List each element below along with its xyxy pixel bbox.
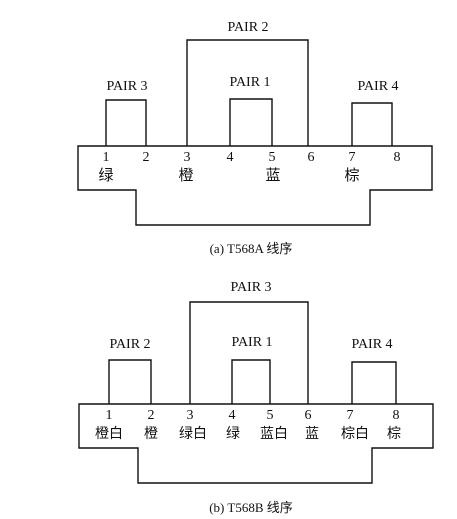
pair-label-right: PAIR 4 xyxy=(357,79,398,94)
pin-number: 1 xyxy=(103,150,110,165)
wire-color: 棕 xyxy=(344,166,359,184)
wire-color: 棕白 xyxy=(341,426,369,442)
pair-label-inner: PAIR 1 xyxy=(231,335,272,350)
pair-label-outer: PAIR 2 xyxy=(227,20,268,35)
pin-number: 7 xyxy=(349,150,356,165)
pin-number: 3 xyxy=(184,150,191,165)
pair-label-left: PAIR 2 xyxy=(109,337,150,352)
pin-number: 2 xyxy=(143,150,150,165)
pin-number: 5 xyxy=(267,408,274,423)
pair-bracket-inner xyxy=(229,98,273,146)
wire-color: 蓝 xyxy=(305,426,319,442)
pair-bracket-right xyxy=(351,102,393,146)
diagram-caption: (b) T568B 线序 xyxy=(209,500,293,515)
wire-color: 橙 xyxy=(144,426,158,442)
connector-body xyxy=(78,403,434,484)
diagram-t568b: PAIR 3 PAIR 2 PAIR 1 PAIR 4 1 2 3 4 5 6 … xyxy=(78,280,434,515)
wire-color: 棕 xyxy=(387,426,401,442)
pin-numbers: 1 2 3 4 5 6 7 8 xyxy=(103,150,401,165)
pair-bracket-right xyxy=(351,361,397,404)
wire-color: 橙白 xyxy=(95,426,123,442)
pin-number: 4 xyxy=(229,408,236,423)
wire-color: 绿 xyxy=(226,426,240,442)
pin-number: 8 xyxy=(394,150,401,165)
pin-number: 6 xyxy=(308,150,315,165)
pair-bracket-left xyxy=(108,359,152,404)
pair-label-inner: PAIR 1 xyxy=(229,75,270,90)
pin-number: 7 xyxy=(347,408,354,423)
wire-colors: 橙白 橙 绿白 绿 蓝白 蓝 棕白 棕 xyxy=(95,426,401,442)
pair-label-right: PAIR 4 xyxy=(351,337,392,352)
wire-color: 蓝白 xyxy=(260,426,288,442)
pin-number: 1 xyxy=(106,408,113,423)
connector-body xyxy=(77,145,433,226)
pair-label-outer: PAIR 3 xyxy=(230,280,271,295)
wire-colors: 绿 橙 蓝 棕 xyxy=(98,166,359,184)
diagram-t568a: PAIR 2 PAIR 3 PAIR 1 PAIR 4 1 2 3 4 5 6 … xyxy=(77,20,433,256)
pin-number: 5 xyxy=(269,150,276,165)
pair-bracket-left xyxy=(105,99,147,146)
wire-color: 蓝 xyxy=(265,166,280,184)
pin-number: 8 xyxy=(393,408,400,423)
wire-color: 橙 xyxy=(178,166,193,184)
pair-bracket-outer xyxy=(189,301,309,404)
wire-color: 绿白 xyxy=(179,426,207,442)
wire-color: 绿 xyxy=(98,166,113,184)
pair-bracket-inner xyxy=(231,359,271,404)
diagram-caption: (a) T568A 线序 xyxy=(210,241,293,256)
pin-number: 4 xyxy=(227,150,234,165)
pin-number: 2 xyxy=(148,408,155,423)
pair-label-left: PAIR 3 xyxy=(106,79,147,94)
pin-number: 3 xyxy=(187,408,194,423)
pin-numbers: 1 2 3 4 5 6 7 8 xyxy=(106,408,400,423)
pin-number: 6 xyxy=(305,408,312,423)
pair-bracket-outer xyxy=(186,39,309,146)
